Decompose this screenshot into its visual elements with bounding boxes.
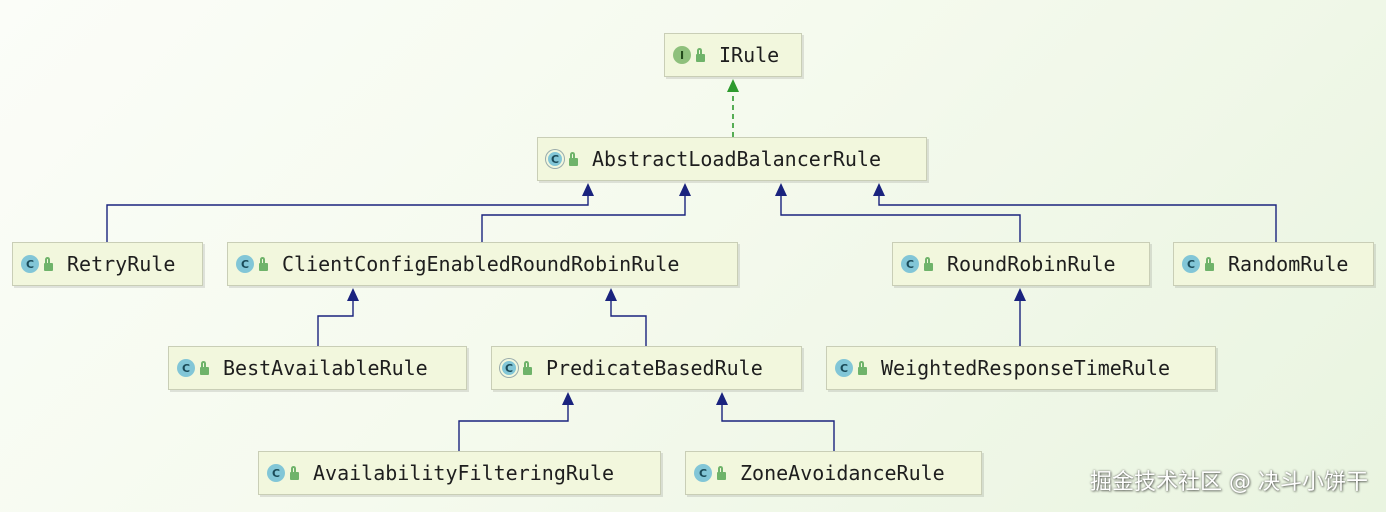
lock-icon (696, 48, 705, 62)
extends-line (610, 300, 647, 346)
node-label: ZoneAvoidanceRule (740, 461, 945, 485)
extends-arrowhead (347, 288, 359, 301)
node-label: AbstractLoadBalancerRule (592, 147, 881, 171)
node-client-config-enabled-round-robin-rule[interactable]: C ClientConfigEnabledRoundRobinRule (227, 242, 738, 286)
lock-icon (259, 257, 268, 271)
abstract-class-icon: C (500, 359, 518, 377)
node-label: AvailabilityFilteringRule (313, 461, 615, 485)
extends-line (481, 195, 686, 242)
lock-icon (44, 257, 53, 271)
extends-arrowhead (605, 288, 617, 301)
lock-icon (717, 466, 726, 480)
node-random-rule[interactable]: C RandomRule (1173, 242, 1374, 286)
node-label: ClientConfigEnabledRoundRobinRule (282, 252, 680, 276)
interface-icon: I (673, 46, 691, 64)
class-icon: C (901, 255, 919, 273)
extends-line (878, 195, 1277, 242)
node-label: BestAvailableRule (223, 356, 428, 380)
class-icon: C (236, 255, 254, 273)
node-abstract-load-balancer-rule[interactable]: C AbstractLoadBalancerRule (537, 137, 927, 181)
class-icon: C (835, 359, 853, 377)
node-label: IRule (719, 43, 780, 67)
node-predicate-based-rule[interactable]: C PredicateBasedRule (491, 346, 802, 390)
class-icon: C (21, 255, 39, 273)
node-round-robin-rule[interactable]: C RoundRobinRule (892, 242, 1150, 286)
lock-icon (523, 361, 532, 375)
node-availability-filtering-rule[interactable]: C AvailabilityFilteringRule (258, 451, 661, 495)
extends-arrowhead (562, 392, 574, 405)
node-irule[interactable]: I IRule (664, 33, 802, 77)
lock-icon (569, 152, 578, 166)
lock-icon (290, 466, 299, 480)
class-icon: C (267, 464, 285, 482)
lock-icon (858, 361, 867, 375)
node-label: WeightedResponseTimeRule (881, 356, 1170, 380)
node-retry-rule[interactable]: C RetryRule (12, 242, 203, 286)
extends-line (458, 404, 569, 451)
implements-arrowhead (727, 79, 739, 92)
extends-line (721, 404, 835, 451)
extends-line (106, 195, 589, 242)
extends-arrowhead (582, 183, 594, 196)
node-best-available-rule[interactable]: C BestAvailableRule (168, 346, 467, 390)
node-zone-avoidance-rule[interactable]: C ZoneAvoidanceRule (685, 451, 982, 495)
abstract-class-icon: C (546, 150, 564, 168)
node-label: PredicateBasedRule (546, 356, 763, 380)
node-weighted-response-time-rule[interactable]: C WeightedResponseTimeRule (826, 346, 1216, 390)
class-icon: C (177, 359, 195, 377)
class-icon: C (1182, 255, 1200, 273)
extends-line (780, 195, 1021, 242)
extends-arrowhead (775, 183, 787, 196)
extends-arrowhead (716, 392, 728, 405)
lock-icon (924, 257, 933, 271)
node-label: RandomRule (1228, 252, 1349, 276)
extends-arrowhead (873, 183, 885, 196)
node-label: RoundRobinRule (947, 252, 1116, 276)
extends-line (317, 300, 354, 346)
class-icon: C (694, 464, 712, 482)
extends-arrowhead (679, 183, 691, 196)
node-label: RetryRule (67, 252, 176, 276)
lock-icon (1205, 257, 1214, 271)
lock-icon (200, 361, 209, 375)
watermark: 掘金技术社区 @ 决斗小饼干 (1090, 470, 1368, 495)
extends-arrowhead (1014, 288, 1026, 301)
